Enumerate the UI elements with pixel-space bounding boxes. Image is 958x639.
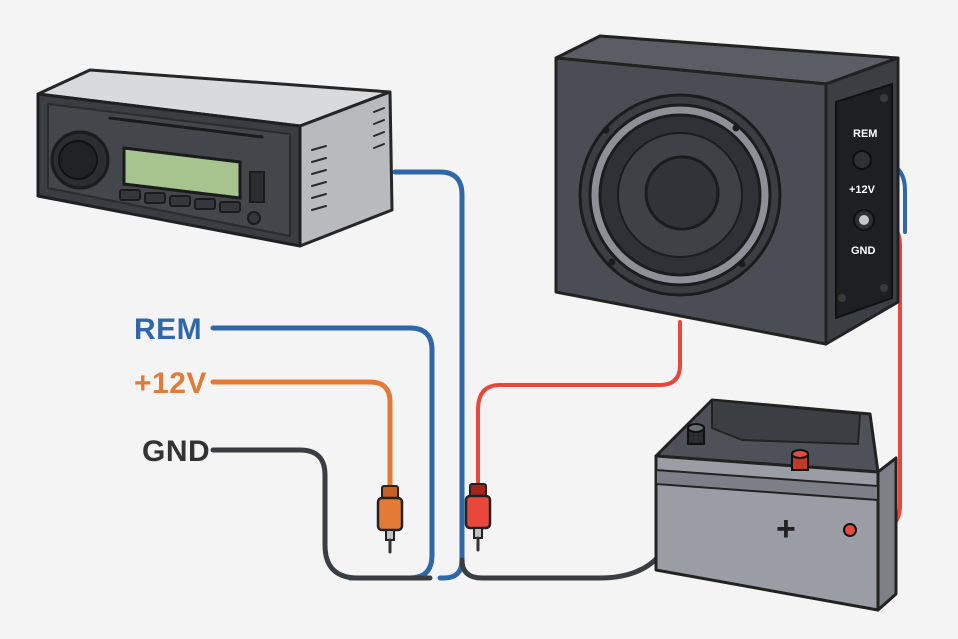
wire-power-sub-rca — [476, 320, 682, 492]
panel-label-12v: +12V — [849, 184, 876, 196]
label-12v: +12V — [134, 367, 207, 400]
rca-plug-icon — [464, 483, 492, 552]
subwoofer-enclosure-icon: REM +12V GND — [554, 34, 900, 346]
battery-plus-symbol: + — [776, 510, 796, 548]
side-terminal-icon — [843, 523, 857, 537]
display-screen-icon — [122, 146, 242, 200]
car-stereo-head-unit-icon — [36, 68, 394, 248]
wire-rem-headunit — [392, 169, 465, 581]
rca-plug-icon — [376, 485, 404, 554]
rem-terminal-icon — [852, 150, 872, 170]
car-battery-icon: + — [654, 398, 898, 612]
wire-gnd-label — [210, 447, 433, 581]
wire-gnd-battery — [459, 552, 663, 581]
panel-label-gnd: GND — [851, 245, 876, 257]
wires — [210, 158, 907, 581]
panel-label-rem: REM — [853, 128, 877, 140]
positive-terminal-icon — [791, 449, 809, 471]
wire-12v-label — [210, 379, 393, 498]
label-rem: REM — [134, 313, 202, 346]
negative-terminal-icon — [687, 423, 705, 445]
label-gnd: GND — [142, 435, 210, 468]
